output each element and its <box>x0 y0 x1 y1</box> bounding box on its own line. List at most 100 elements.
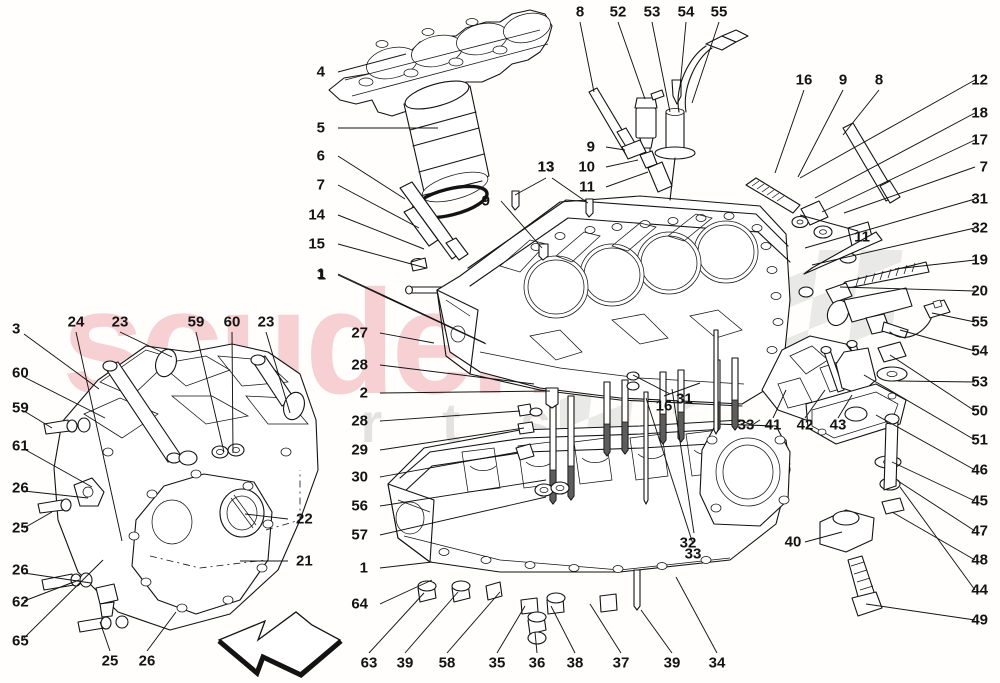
callout-number-53: 53 <box>971 373 988 391</box>
leader-line-22 <box>244 513 289 520</box>
leader-line-15 <box>337 243 427 269</box>
callout-number-35: 35 <box>488 654 506 672</box>
leader-line-14 <box>337 214 425 250</box>
leader-line-40 <box>804 531 843 543</box>
engine-block-upper-part-1 <box>436 195 791 407</box>
leader-line-20 <box>839 286 976 292</box>
leader-line-25 <box>99 621 111 652</box>
leader-line-11 <box>605 171 649 188</box>
callout-number-43: 43 <box>829 416 847 434</box>
callout-number-50: 50 <box>971 402 988 420</box>
callout-number-11: 11 <box>854 228 870 246</box>
callout-number-48: 48 <box>971 551 988 569</box>
callout-number-24: 24 <box>67 313 85 331</box>
leader-line-24 <box>75 331 123 542</box>
leader-line-59 <box>195 331 225 453</box>
callout-number-7: 7 <box>979 158 988 176</box>
leader-line-28 <box>379 410 521 422</box>
callout-number-62: 62 <box>12 593 29 611</box>
leader-line-36 <box>534 631 538 654</box>
leader-line-32 <box>811 227 976 266</box>
callout-number-12: 12 <box>971 71 988 89</box>
callout-number-34: 34 <box>708 654 726 672</box>
leader-line-57 <box>379 496 547 536</box>
callout-number-13: 13 <box>537 158 555 176</box>
front-cover-assembly <box>37 343 319 633</box>
callout-number-9: 9 <box>481 192 490 210</box>
leader-line-7 <box>843 166 976 214</box>
callout-number-59: 59 <box>12 399 29 417</box>
callout-number-51: 51 <box>971 431 988 449</box>
leader-line-13 <box>551 177 589 204</box>
callout-number-44: 44 <box>971 581 988 599</box>
callout-number-37: 37 <box>612 654 630 672</box>
callout-number-32: 32 <box>971 219 988 237</box>
callout-number-16: 16 <box>795 71 813 89</box>
callout-number-61: 61 <box>12 437 29 455</box>
leader-line-33 <box>645 397 694 545</box>
leader-line-35 <box>496 605 526 654</box>
cylinder-liner-part-5 <box>403 80 490 203</box>
callout-number-39: 39 <box>663 654 681 672</box>
callout-number-10: 10 <box>578 158 595 176</box>
callout-number-56: 56 <box>351 497 368 515</box>
head-gasket-part-4 <box>328 9 553 117</box>
callout-number-57: 57 <box>351 526 368 544</box>
leader-line-38 <box>550 605 576 654</box>
callout-number-8: 8 <box>575 3 585 21</box>
callout-number-26: 26 <box>12 479 29 497</box>
callout-number-3: 3 <box>12 320 21 338</box>
callout-number-1: 1 <box>316 265 325 283</box>
callout-number-15: 15 <box>308 235 325 253</box>
callout-number-13: 13 <box>537 158 555 176</box>
leader-line-55 <box>931 312 976 323</box>
leader-line-27 <box>379 332 435 344</box>
leader-line-42 <box>804 389 826 419</box>
leader-line-41 <box>772 389 787 419</box>
callout-number-26: 26 <box>138 652 156 670</box>
sensor-assembly-52-53-54-55 <box>634 29 749 201</box>
callout-number-39: 39 <box>396 654 414 672</box>
callout-number-59: 59 <box>187 313 205 331</box>
callout-number-20: 20 <box>971 282 988 300</box>
callout-number-2: 2 <box>359 384 368 402</box>
callout-number-6: 6 <box>316 147 325 165</box>
leader-line-6 <box>337 155 406 200</box>
leader-line-9 <box>797 89 844 178</box>
callout-number-7: 7 <box>316 176 325 194</box>
leader-line-16 <box>774 89 805 174</box>
leader-line-59 <box>23 410 53 429</box>
callout-number-19: 19 <box>971 251 988 269</box>
leader-line-25 <box>23 511 53 529</box>
leader-line-55 <box>691 21 720 104</box>
leader-line-29 <box>379 427 525 451</box>
leader-line-60 <box>23 376 106 419</box>
callout-number-31: 31 <box>971 190 988 208</box>
leader-line-46 <box>875 414 976 471</box>
leader-line-51 <box>863 374 976 441</box>
leader-line-50 <box>889 354 976 412</box>
callout-number-16: 16 <box>655 397 673 415</box>
leader-line-11 <box>799 214 859 232</box>
callout-number-47: 47 <box>971 522 988 540</box>
callout-number-54: 54 <box>677 3 695 21</box>
callout-number-26: 26 <box>12 561 29 579</box>
callout-number-23: 23 <box>111 313 129 331</box>
callout-number-21: 21 <box>296 552 313 570</box>
callout-number-27: 27 <box>351 324 368 342</box>
callout-number-49: 49 <box>971 611 988 629</box>
leader-line-26 <box>146 611 177 652</box>
callout-number-42: 42 <box>796 416 814 434</box>
callout-number-18: 18 <box>971 104 988 122</box>
callout-number-9: 9 <box>838 71 848 89</box>
leader-line-62 <box>23 579 80 602</box>
callout-number-55: 55 <box>710 3 728 21</box>
callout-number-22: 22 <box>296 510 313 528</box>
leader-line-10 <box>605 159 639 168</box>
callout-number-28: 28 <box>351 356 368 374</box>
leader-line-9 <box>605 146 626 151</box>
leader-line-63 <box>368 592 425 654</box>
callout-number-60: 60 <box>12 364 29 382</box>
callout-number-64: 64 <box>351 595 368 613</box>
